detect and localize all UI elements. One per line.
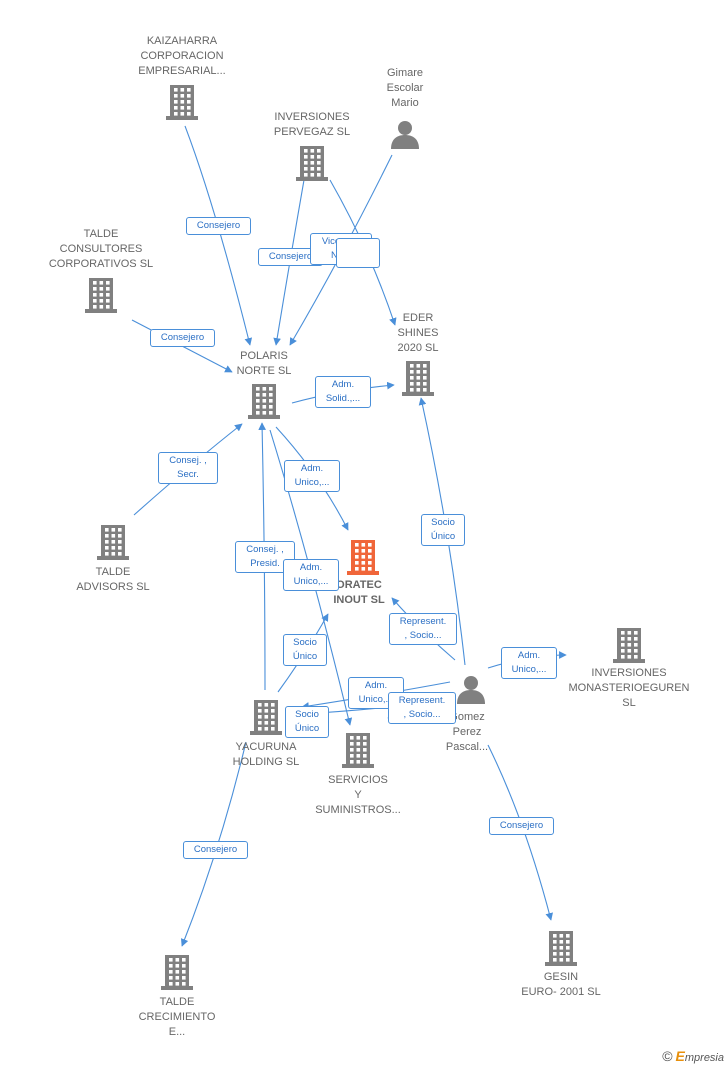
node-name: ORATEC INOUT SL (333, 579, 385, 606)
node-name: INVERSIONES MONASTERIOEGUREN SL (568, 667, 690, 709)
node-name: KAIZAHARRA CORPORACION EMPRESARIAL... (138, 35, 226, 77)
relation-label[interactable]: Consejero (183, 841, 248, 859)
relation-label[interactable]: Socio Único (283, 634, 327, 666)
node-name: Gimare Escolar Mario (386, 67, 424, 109)
person-icon[interactable] (389, 119, 421, 156)
company-building-icon[interactable] (84, 276, 118, 319)
relation-edge (184, 125, 253, 346)
footer-brand: ©Empresia (662, 1048, 724, 1064)
node-label-gimare[interactable]: Gimare Escolar Mario (330, 66, 480, 111)
node-label-talde-advisors[interactable]: TALDE ADVISORS SL (38, 565, 188, 595)
relation-label[interactable]: Represent. , Socio... (388, 692, 456, 724)
node-label-kaizaharra[interactable]: KAIZAHARRA CORPORACION EMPRESARIAL... (107, 34, 257, 79)
node-name: INVERSIONES PERVEGAZ SL (273, 111, 351, 138)
node-label-pervegaz[interactable]: INVERSIONES PERVEGAZ SL (237, 110, 387, 140)
company-building-icon[interactable] (247, 382, 281, 425)
node-label-monasterio[interactable]: INVERSIONES MONASTERIOEGUREN SL (554, 666, 704, 711)
relation-label[interactable]: Consejero (150, 329, 215, 347)
relation-label[interactable]: Socio Único (285, 706, 329, 738)
relation-label[interactable]: Consejero (489, 817, 554, 835)
company-building-icon[interactable] (165, 83, 199, 126)
node-name: GESIN EURO- 2001 SL (521, 971, 601, 998)
company-building-icon[interactable] (341, 731, 375, 774)
company-building-icon[interactable] (295, 144, 329, 187)
node-label-eder[interactable]: EDER SHINES 2020 SL (343, 311, 493, 356)
node-name: POLARIS NORTE SL (236, 350, 292, 377)
relation-label[interactable]: Consej. , Secr. (158, 452, 218, 484)
node-label-talde-crecimiento[interactable]: TALDE CRECIMIENTO E... (102, 995, 252, 1040)
copyright-symbol: © (662, 1048, 673, 1064)
focus-company-building-icon[interactable] (346, 538, 380, 581)
relation-label[interactable]: Adm. Unico,... (284, 460, 340, 492)
relation-label[interactable]: Adm. Solid.,... (315, 376, 371, 408)
relation-label[interactable]: Consej. , Presid. (235, 541, 295, 573)
brand-name: mpresia (684, 1052, 724, 1064)
node-label-yacuruna[interactable]: YACURUNA HOLDING SL (191, 740, 341, 770)
node-label-talde-consultores[interactable]: TALDE CONSULTORES CORPORATIVOS SL (26, 227, 176, 272)
company-building-icon[interactable] (544, 929, 578, 972)
node-name: EDER SHINES 2020 SL (397, 312, 439, 354)
company-building-icon[interactable] (160, 953, 194, 996)
relation-label[interactable]: Socio Único (421, 514, 465, 546)
node-label-oratec[interactable]: ORATEC INOUT SL (284, 578, 434, 608)
company-building-icon[interactable] (249, 698, 283, 741)
node-name: Gomez Perez Pascal... (445, 711, 489, 753)
brand-initial: E (675, 1048, 685, 1064)
company-building-icon[interactable] (401, 359, 435, 402)
person-icon[interactable] (455, 674, 487, 711)
company-building-icon[interactable] (96, 523, 130, 566)
node-name: YACURUNA HOLDING SL (232, 741, 300, 768)
node-name: TALDE ADVISORS SL (76, 566, 150, 593)
node-label-polaris[interactable]: POLARIS NORTE SL (189, 349, 339, 379)
relation-label[interactable]: Adm. Unico,... (501, 647, 557, 679)
node-label-servicios[interactable]: SERVICIOS Y SUMINISTROS... (283, 773, 433, 818)
relation-label[interactable]: Consejero (186, 217, 251, 235)
node-label-gomez[interactable]: Gomez Perez Pascal... (392, 710, 542, 755)
company-building-icon[interactable] (612, 626, 646, 669)
relation-label[interactable]: Represent. , Socio... (389, 613, 457, 645)
node-name: TALDE CONSULTORES CORPORATIVOS SL (48, 228, 154, 270)
relation-edge (131, 319, 233, 373)
relation-label[interactable] (336, 238, 380, 268)
relation-label[interactable]: Adm. Unico,... (283, 559, 339, 591)
node-name: TALDE CRECIMIENTO E... (138, 996, 216, 1038)
node-name: SERVICIOS Y SUMINISTROS... (315, 774, 401, 816)
node-label-gesin[interactable]: GESIN EURO- 2001 SL (486, 970, 636, 1000)
